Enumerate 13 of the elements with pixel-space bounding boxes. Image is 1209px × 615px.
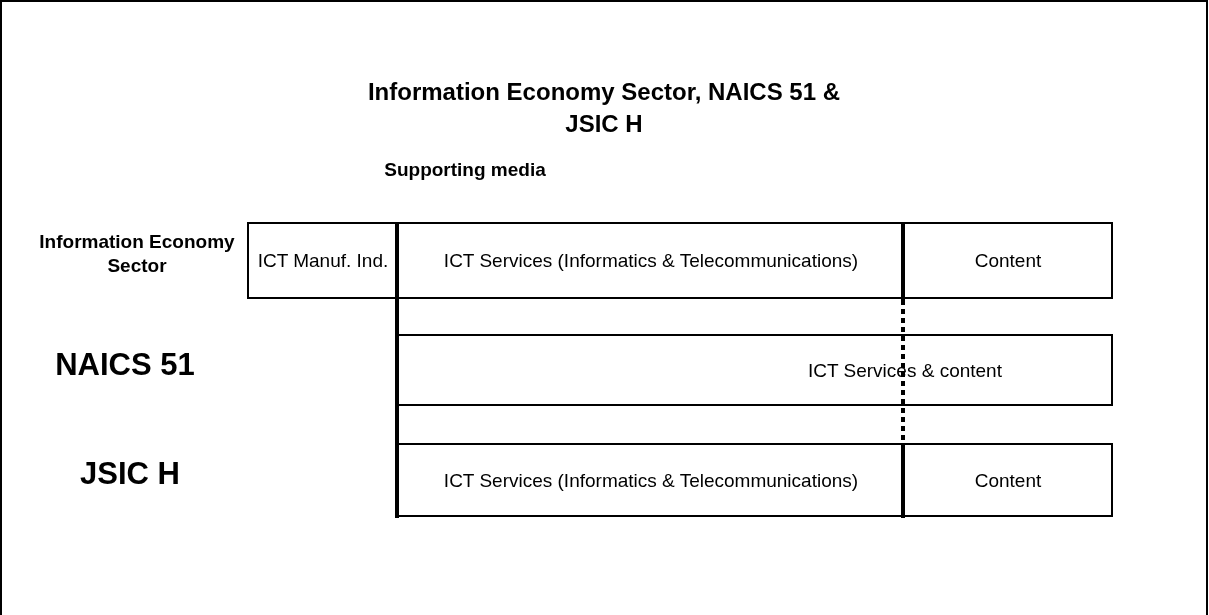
heading: Supporting media	[383, 158, 547, 182]
row-label: NAICS 51	[54, 347, 196, 383]
title: Information Economy Sector, NAICS 51 & JSIC H	[366, 77, 842, 139]
row-label: Information Economy Sector	[38, 230, 236, 278]
sector-box	[397, 334, 1113, 406]
box-label: ICT Services (Informatics & Telecommunications)	[443, 468, 859, 492]
box-label: ICT Services (Informatics & Telecommunications)	[443, 249, 859, 272]
box-label: Content	[974, 468, 1042, 492]
sector-box	[903, 443, 1113, 517]
row-label: JSIC H	[79, 456, 181, 492]
box-label: Content	[974, 249, 1042, 272]
box-label: ICT Manuf. Ind.	[257, 249, 389, 272]
sector-box	[903, 222, 1113, 299]
